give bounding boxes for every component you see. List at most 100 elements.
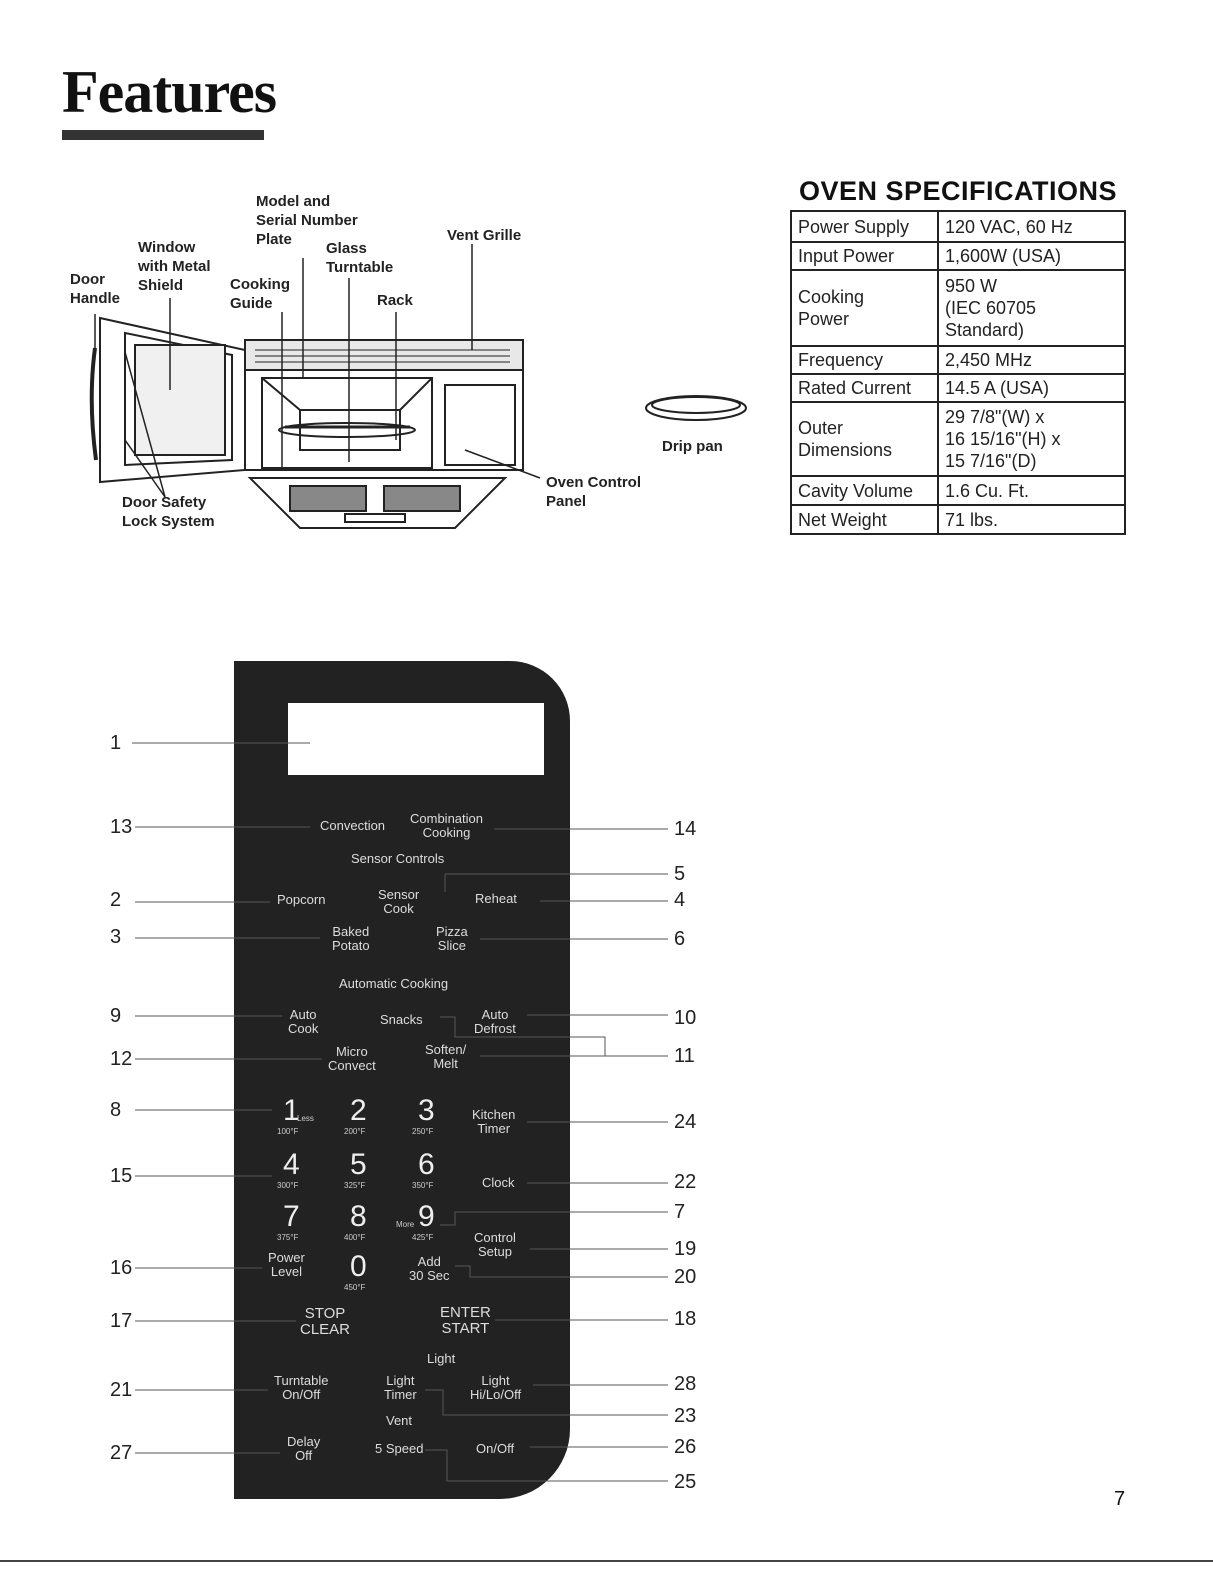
btn-delay-off[interactable]: Delay Off xyxy=(287,1434,321,1463)
callout-number: 26 xyxy=(674,1436,697,1458)
btn-light-timer[interactable]: Light Timer xyxy=(384,1373,417,1402)
label-glass-turntable: Glass Turntable xyxy=(326,240,394,276)
label-cooking-guide: Cooking Guide xyxy=(230,276,290,312)
callout-number: 22 xyxy=(674,1171,697,1193)
btn-auto-defrost[interactable]: Auto Defrost xyxy=(474,1007,516,1036)
spec-key: Power Supply xyxy=(790,210,939,243)
callout-number: 6 xyxy=(674,928,686,950)
key-8[interactable]: 8 xyxy=(350,1200,367,1233)
callout-number: 23 xyxy=(674,1405,697,1427)
btn-sensor-cook[interactable]: Sensor Cook xyxy=(378,887,420,916)
btn-power-level[interactable]: Power Level xyxy=(268,1250,305,1279)
btn-micro-convect[interactable]: Micro Convect xyxy=(328,1044,376,1073)
key-3[interactable]: 3 xyxy=(418,1094,435,1127)
callout-number: 12 xyxy=(110,1048,133,1070)
section-light: Light xyxy=(424,1352,459,1366)
key-6[interactable]: 6 xyxy=(418,1148,435,1181)
callout-number: 24 xyxy=(674,1111,697,1133)
btn-baked-potato[interactable]: Baked Potato xyxy=(332,924,370,953)
btn-kitchen-timer[interactable]: Kitchen Timer xyxy=(472,1107,516,1136)
callout-number: 3 xyxy=(110,926,122,948)
btn-light-hilo[interactable]: Light Hi/Lo/Off xyxy=(470,1373,522,1402)
btn-5-speed[interactable]: 5 Speed xyxy=(375,1441,424,1456)
label-window: Window with Metal Shield xyxy=(138,239,211,294)
btn-soften-melt[interactable]: Soften/ Melt xyxy=(425,1042,467,1071)
label-door-safety: Door Safety Lock System xyxy=(122,494,215,530)
section-automatic-cooking: Automatic Cooking xyxy=(336,977,452,991)
btn-reheat[interactable]: Reheat xyxy=(475,891,517,906)
btn-control-setup[interactable]: Control Setup xyxy=(474,1230,516,1259)
btn-auto-cook[interactable]: Auto Cook xyxy=(288,1007,319,1036)
callout-number: 27 xyxy=(110,1442,133,1464)
spec-key: Net Weight xyxy=(790,504,939,535)
label-oven-control-panel: Oven Control Panel xyxy=(546,474,642,510)
spec-key: Outer Dimensions xyxy=(790,401,939,477)
key-temp-label: 425°F xyxy=(412,1233,434,1242)
key-9[interactable]: 9 xyxy=(418,1200,435,1233)
spec-key: Cavity Volume xyxy=(790,475,939,506)
callout-number: 2 xyxy=(110,889,122,911)
control-panel xyxy=(234,661,570,1499)
callout-number: 21 xyxy=(110,1379,133,1401)
key-5[interactable]: 5 xyxy=(350,1148,367,1181)
key-1[interactable]: 1 xyxy=(283,1094,300,1127)
key-temp-label: 375°F xyxy=(277,1233,299,1242)
key-extra-label: More xyxy=(396,1220,415,1229)
btn-turntable[interactable]: Turntable On/Off xyxy=(274,1373,329,1402)
callout-number: 13 xyxy=(110,816,133,838)
key-temp-label: 250°F xyxy=(412,1127,434,1136)
btn-pizza-slice[interactable]: Pizza Slice xyxy=(436,924,468,953)
callout-number: 16 xyxy=(110,1257,133,1279)
key-temp-label: 325°F xyxy=(344,1181,366,1190)
callout-number: 8 xyxy=(110,1099,122,1121)
btn-popcorn[interactable]: Popcorn xyxy=(277,892,326,907)
btn-enter-start[interactable]: ENTER START xyxy=(440,1304,491,1337)
spec-value: 29 7/8"(W) x 16 15/16"(H) x 15 7/16"(D) xyxy=(937,401,1126,477)
spec-key: Frequency xyxy=(790,345,939,375)
btn-add-30-sec[interactable]: Add 30 Sec xyxy=(409,1254,450,1283)
callout-number: 28 xyxy=(674,1373,697,1395)
key-extra-label: Less xyxy=(297,1114,314,1123)
btn-convection[interactable]: Convection xyxy=(320,818,386,833)
spec-value: 950 W (IEC 60705 Standard) xyxy=(937,269,1126,347)
key-2[interactable]: 2 xyxy=(350,1094,367,1127)
key-7[interactable]: 7 xyxy=(283,1200,300,1233)
label-vent-grille: Vent Grille xyxy=(447,227,522,244)
key-temp-label: 100°F xyxy=(277,1127,299,1136)
key-0[interactable]: 0 xyxy=(350,1250,367,1283)
callout-number: 10 xyxy=(674,1007,697,1029)
btn-combination-cooking[interactable]: Combination Cooking xyxy=(410,811,483,840)
spec-value: 1,600W (USA) xyxy=(937,241,1126,271)
oven-diagram xyxy=(89,244,747,529)
spec-value: 120 VAC, 60 Hz xyxy=(937,210,1126,243)
btn-stop-clear[interactable]: STOP CLEAR xyxy=(300,1305,351,1338)
display-window xyxy=(288,703,544,775)
btn-clock[interactable]: Clock xyxy=(482,1175,515,1190)
label-model-plate: Model and Serial Number Plate xyxy=(256,193,358,248)
key-4[interactable]: 4 xyxy=(283,1148,300,1181)
btn-vent-onoff[interactable]: On/Off xyxy=(476,1441,515,1456)
page-number: 7 xyxy=(1114,1488,1126,1510)
btn-snacks[interactable]: Snacks xyxy=(380,1012,423,1027)
key-temp-label: 300°F xyxy=(277,1181,299,1190)
callout-number: 1 xyxy=(110,732,122,754)
callout-number: 5 xyxy=(674,863,686,885)
callout-number: 18 xyxy=(674,1308,697,1330)
spec-value: 14.5 A (USA) xyxy=(937,373,1126,403)
spec-key: Rated Current xyxy=(790,373,939,403)
callout-number: 17 xyxy=(110,1310,133,1332)
spec-value: 1.6 Cu. Ft. xyxy=(937,475,1126,506)
section-vent: Vent xyxy=(383,1414,416,1428)
callout-number: 7 xyxy=(674,1201,686,1223)
spec-key: Cooking Power xyxy=(790,269,939,347)
callout-number: 15 xyxy=(110,1165,133,1187)
key-temp-label: 400°F xyxy=(344,1233,366,1242)
